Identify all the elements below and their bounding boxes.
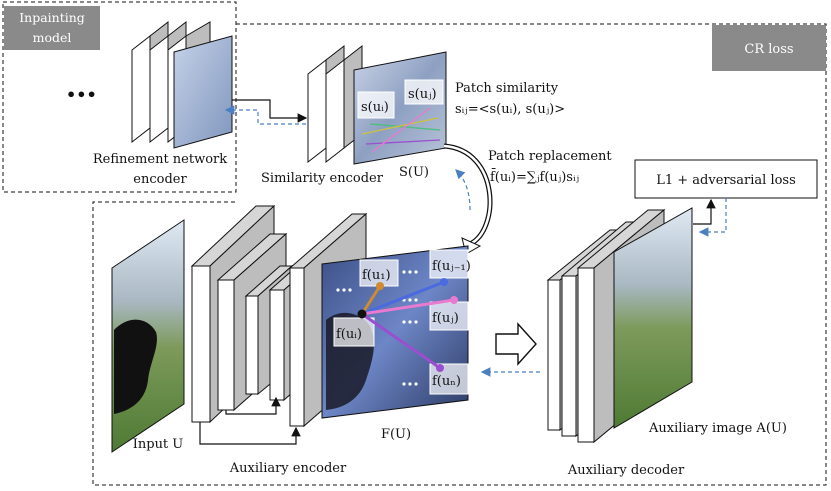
sim-patch-i [357,91,395,119]
auxiliary-decoder-label: Auxiliary decoder [567,463,685,478]
feat-patch-uj1-label: f(uⱼ₋₁) [432,259,471,274]
point-uj [450,296,458,304]
skip-connection-inner [225,396,281,415]
sim-patch-j [404,79,444,105]
s-u-label: S(U) [399,165,429,180]
point-uj1 [440,278,448,286]
f-u-label: F(U) [381,427,411,442]
feat-patch-uj1 [429,249,469,279]
loss-box [634,159,818,199]
feat-patch-ui [333,317,375,347]
point-un [436,364,444,372]
patch-replacement-title: Patch replacement [488,149,612,164]
inpainting-model-badge [4,6,100,50]
feat-patch-u1-label: f(u₁) [362,268,391,283]
feat-patch-uj [429,301,469,331]
cr-loss-label: CR loss [744,42,793,57]
similarity-encoder-blocks [307,44,363,164]
sim-patch-j-label: s(uⱼ) [408,87,437,102]
inpainting-model-label: Inpainting [19,10,85,25]
arrow-refine-to-sim [232,99,308,123]
input-mask-hand [114,319,157,414]
sim-lines [361,107,441,153]
feat-patch-u1 [359,259,399,287]
loss-box-label: L1 + adversarial loss [656,173,796,188]
refinement-encoder-label-2: encoder [133,172,187,187]
refinement-encoder-blocks [131,20,233,149]
dashed-curve-back [455,169,471,211]
feat-patch-uj-label: f(uⱼ) [432,311,459,326]
refinement-feature-image [173,35,233,149]
auxiliary-image-label: Auxiliary image A(U) [648,421,787,436]
skip-connection-outer [199,422,301,445]
ellipsis-text: ••• [66,85,97,104]
patch-similarity-title: Patch similarity [455,81,559,96]
refinement-encoder-label-1: Refinement network [93,152,227,167]
dashed-arrow-loss-to-decoder [698,198,727,237]
inpainting-model-label-2: model [33,30,72,45]
sim-patch-i-label: s(uᵢ) [361,100,389,115]
inpainting-model-box [2,1,237,193]
arrow-decoder-to-loss [693,198,716,225]
feat-patch-un-label: f(uₙ) [432,374,461,389]
auxiliary-encoder-label: Auxiliary encoder [229,461,347,476]
auxiliary-output-image [613,207,693,429]
replacement-lines [360,280,456,370]
feat-patch-ui-label: f(uᵢ) [336,327,362,342]
curved-arrow-inner [443,144,492,246]
similarity-encoder-label: Similarity encoder [261,171,384,186]
dashed-arrow-sim-to-refine [224,105,306,125]
cr-loss-region [92,23,827,486]
point-u1 [376,282,384,290]
patch-similarity-formula: sᵢⱼ=<s(uᵢ), s(uⱼ)> [455,102,565,117]
input-u-label: Input U [133,437,184,452]
hollow-arrow [495,322,537,366]
patch-replacement-formula: f̄(uᵢ)=∑ⱼf(uⱼ)sᵢⱼ [490,168,579,185]
cr-loss-badge [712,25,826,71]
center-point [357,309,367,319]
